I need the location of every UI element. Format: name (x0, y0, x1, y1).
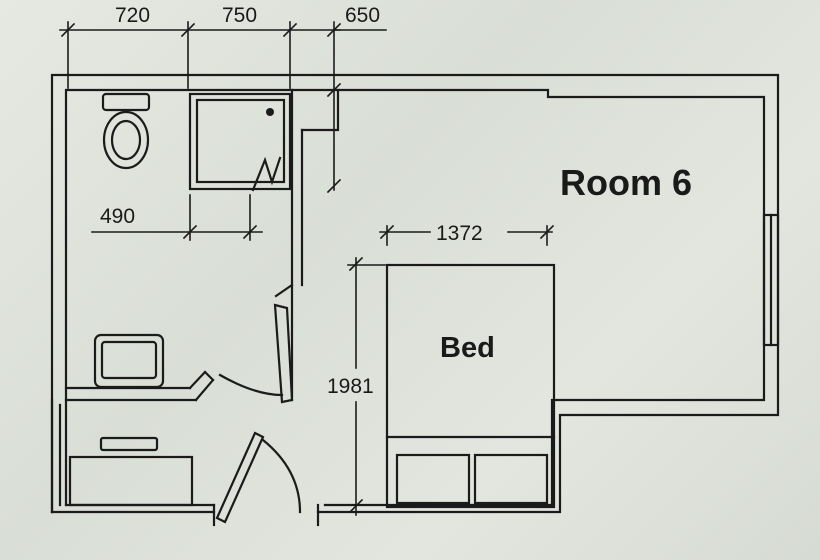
bathroom-sink (93, 333, 165, 389)
dim-top-left: 720 (115, 4, 150, 27)
room-label: Room 6 (560, 162, 692, 203)
left-wall-stub (50, 398, 62, 514)
shower-drain-icon (266, 108, 274, 116)
bathroom-door (218, 283, 294, 404)
dim-top-middle: 750 (222, 4, 257, 27)
dim-bed-length: 1981 (327, 375, 374, 398)
desk (68, 436, 194, 507)
toilet (101, 92, 151, 170)
dim-shower-offset: 490 (100, 205, 135, 228)
bed (385, 263, 556, 509)
bathroom-walls (64, 88, 340, 402)
dim-bed-width: 1372 (436, 222, 483, 245)
entry-door (215, 431, 302, 524)
dimension-lines (59, 21, 555, 516)
window (762, 213, 780, 347)
shower-tray (188, 92, 292, 192)
bed-label: Bed (440, 332, 495, 364)
dim-top-right: 650 (345, 4, 380, 27)
